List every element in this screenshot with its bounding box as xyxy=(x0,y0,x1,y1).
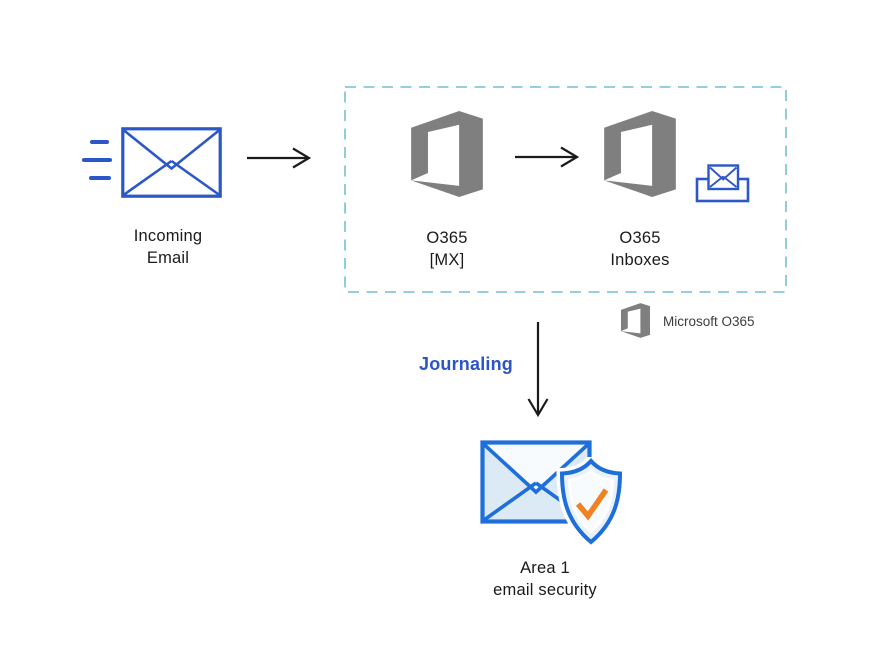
legend-office-logo-icon xyxy=(621,303,650,338)
speed-line xyxy=(89,176,111,180)
arrow-right-1-icon xyxy=(247,147,312,169)
speed-line xyxy=(90,140,109,144)
speed-line xyxy=(82,158,112,162)
arrow-right-2-icon xyxy=(515,146,580,168)
inbox-icon xyxy=(695,164,750,203)
area1-shield-check-icon xyxy=(556,457,626,547)
area1-label: Area 1 email security xyxy=(493,559,597,599)
journaling-label: Journaling xyxy=(419,354,514,374)
o365-inboxes-label: O365 Inboxes xyxy=(610,229,670,269)
o365-mx-label: O365 [MX] xyxy=(426,229,468,269)
o365-boundary-box xyxy=(344,86,787,293)
office-logo-mx-icon xyxy=(411,111,483,197)
incoming-email-label: Incoming Email xyxy=(133,227,203,267)
legend-microsoft-o365-label: Microsoft O365 xyxy=(663,314,755,329)
arrow-down-icon xyxy=(527,322,549,418)
office-logo-inboxes-icon xyxy=(604,111,676,197)
incoming-email-icon xyxy=(121,127,222,198)
